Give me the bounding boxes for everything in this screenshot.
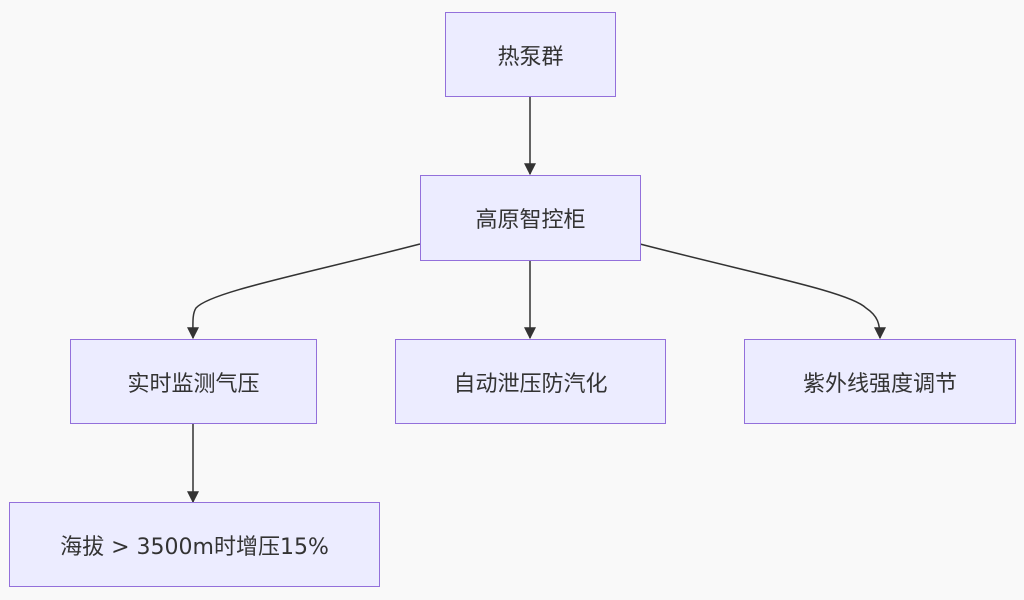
- node-auto-relief: 自动泄压防汽化: [395, 339, 666, 424]
- node-altitude-boost-label: 海拔 > 3500m时增压15%: [60, 534, 329, 560]
- node-control-cabinet: 高原智控柜: [420, 175, 641, 261]
- node-pressure-monitor-label: 实时监测气压: [127, 371, 260, 397]
- edge-control-cabinet-to-pressure-monitor: [186, 243, 421, 340]
- node-heat-pump: 热泵群: [445, 12, 616, 97]
- node-heat-pump-label: 热泵群: [497, 44, 564, 70]
- node-auto-relief-label: 自动泄压防汽化: [453, 371, 608, 397]
- node-control-cabinet-label: 高原智控柜: [475, 208, 586, 233]
- node-uv-adjust: 紫外线强度调节: [744, 339, 1016, 424]
- node-uv-adjust-label: 紫外线强度调节: [802, 371, 957, 397]
- node-altitude-boost: 海拔 > 3500m时增压15%: [9, 502, 380, 587]
- node-pressure-monitor: 实时监测气压: [70, 339, 317, 424]
- edge-control-cabinet-to-uv-adjust: [639, 243, 886, 340]
